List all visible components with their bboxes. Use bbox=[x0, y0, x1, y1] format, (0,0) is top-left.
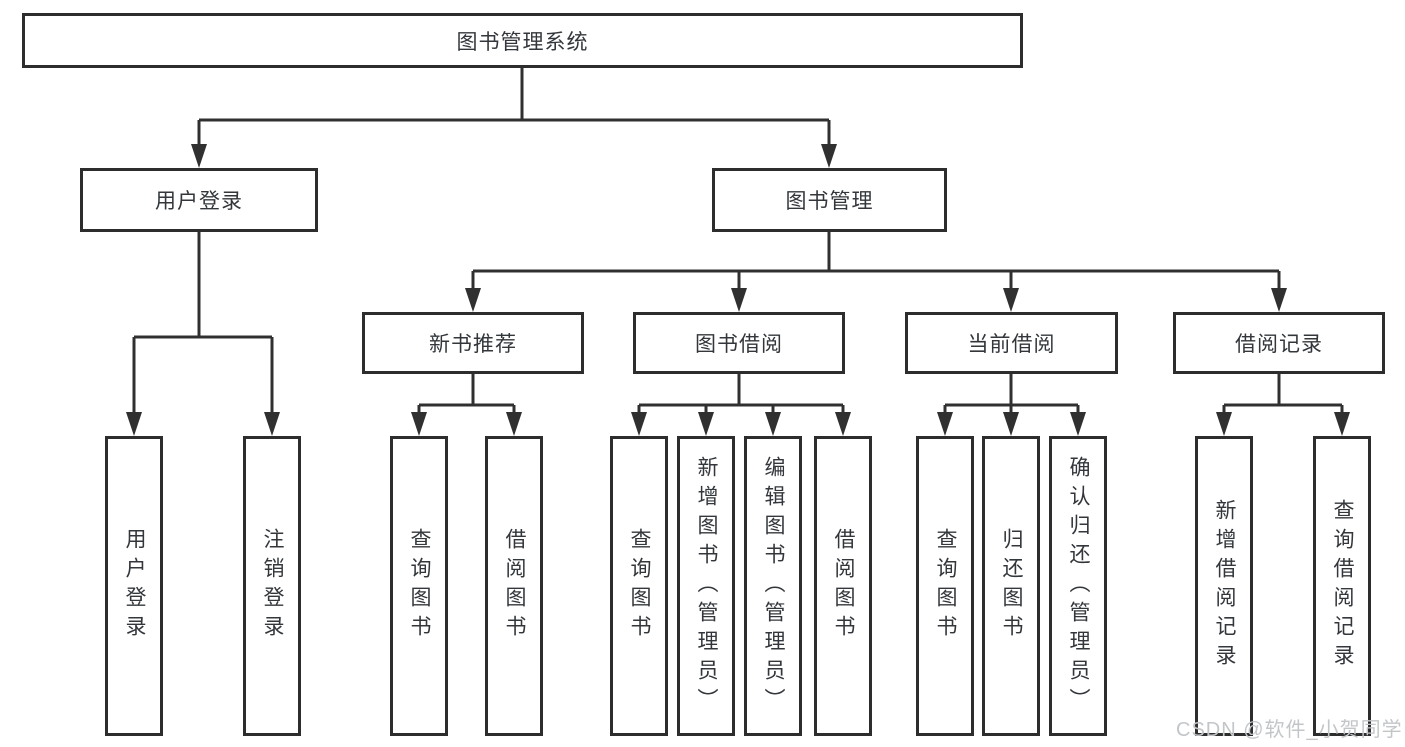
leaf-borrow-books: 借阅图书 bbox=[814, 436, 872, 736]
leaf-label: 查询图书 bbox=[408, 528, 432, 644]
leaf-label: 查询图书 bbox=[934, 528, 958, 644]
node-new-book-recommend: 新书推荐 bbox=[362, 312, 584, 374]
leaf-user-login: 用户登录 bbox=[105, 436, 163, 736]
leaf-confirm-return-admin: 确认归还（管理员） bbox=[1049, 436, 1107, 736]
leaf-borrow-books: 借阅图书 bbox=[485, 436, 543, 736]
leaf-return-books: 归还图书 bbox=[982, 436, 1040, 736]
leaf-label: 归还图书 bbox=[1000, 528, 1024, 644]
leaf-query-books: 查询图书 bbox=[916, 436, 974, 736]
leaf-label: 用户登录 bbox=[123, 528, 147, 644]
leaf-query-books: 查询图书 bbox=[610, 436, 668, 736]
node-user-login: 用户登录 bbox=[80, 168, 318, 232]
leaf-query-books: 查询图书 bbox=[390, 436, 448, 736]
leaf-label: 查询图书 bbox=[628, 528, 652, 644]
leaf-query-borrow-record: 查询借阅记录 bbox=[1313, 436, 1371, 736]
leaf-label: 确认归还（管理员） bbox=[1067, 455, 1091, 717]
node-book-management: 图书管理 bbox=[712, 168, 947, 232]
leaf-label: 查询借阅记录 bbox=[1331, 499, 1355, 673]
leaf-label: 注销登录 bbox=[261, 528, 285, 644]
leaf-label: 编辑图书（管理员） bbox=[762, 455, 786, 717]
node-book-borrow: 图书借阅 bbox=[633, 312, 845, 374]
node-current-borrow: 当前借阅 bbox=[905, 312, 1118, 374]
node-root-system: 图书管理系统 bbox=[22, 13, 1023, 68]
leaf-label: 借阅图书 bbox=[503, 528, 527, 644]
leaf-edit-books-admin: 编辑图书（管理员） bbox=[744, 436, 802, 736]
csdn-watermark: CSDN @软件_小贺同学 bbox=[1176, 719, 1403, 741]
leaf-add-books-admin: 新增图书（管理员） bbox=[677, 436, 735, 736]
leaf-add-borrow-record: 新增借阅记录 bbox=[1195, 436, 1253, 736]
leaf-label: 新增借阅记录 bbox=[1213, 499, 1237, 673]
leaf-label: 借阅图书 bbox=[832, 528, 856, 644]
node-borrow-records: 借阅记录 bbox=[1173, 312, 1385, 374]
leaf-logout: 注销登录 bbox=[243, 436, 301, 736]
leaf-label: 新增图书（管理员） bbox=[695, 455, 719, 717]
arrowheads bbox=[126, 144, 1350, 436]
